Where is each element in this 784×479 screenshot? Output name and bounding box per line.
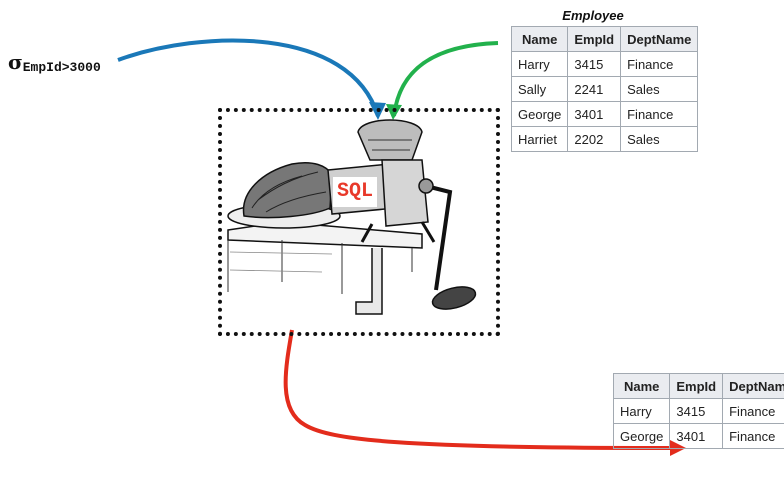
selection-operator: σEmpId>3000 (8, 50, 101, 75)
table-cell: 3401 (567, 101, 622, 127)
column-header: EmpId (567, 26, 622, 52)
table-cell: Sally (510, 76, 569, 102)
table-cell: Sales (620, 126, 699, 152)
table-cell: 3415 (567, 51, 622, 77)
column-header: Name (510, 26, 569, 52)
column-header: DeptName (620, 26, 699, 52)
table-cell: Sales (620, 76, 699, 102)
sql-processor-box: SQL (218, 108, 500, 336)
sigma-symbol: σ (8, 50, 23, 74)
table-cell: Finance (620, 101, 699, 127)
column-header: DeptName (722, 373, 784, 399)
table-arrow (392, 41, 499, 117)
table-cell: 2202 (567, 126, 622, 152)
table-cell: Finance (722, 423, 784, 449)
meat-grinder-illustration (227, 119, 477, 315)
result-output-table: NameEmpIdDeptNameHarry3415FinanceGeorge3… (612, 373, 784, 449)
table-cell: 3401 (669, 423, 724, 449)
output-arrow (283, 329, 673, 450)
selection-condition: EmpId>3000 (22, 60, 101, 75)
table-cell: 3415 (669, 398, 724, 424)
table-cell: 2241 (567, 76, 622, 102)
table-cell: Finance (620, 51, 699, 77)
column-header: EmpId (669, 373, 724, 399)
table-cell: Harriet (510, 126, 569, 152)
sql-label: SQL (333, 177, 377, 207)
table-cell: Harry (612, 398, 671, 424)
table-cell: George (612, 423, 671, 449)
column-header: Name (612, 373, 671, 399)
table-cell: Finance (722, 398, 784, 424)
condition-arrow (117, 38, 380, 117)
table-cell: Harry (510, 51, 569, 77)
input-table-caption: Employee (562, 8, 624, 23)
table-cell: George (510, 101, 569, 127)
